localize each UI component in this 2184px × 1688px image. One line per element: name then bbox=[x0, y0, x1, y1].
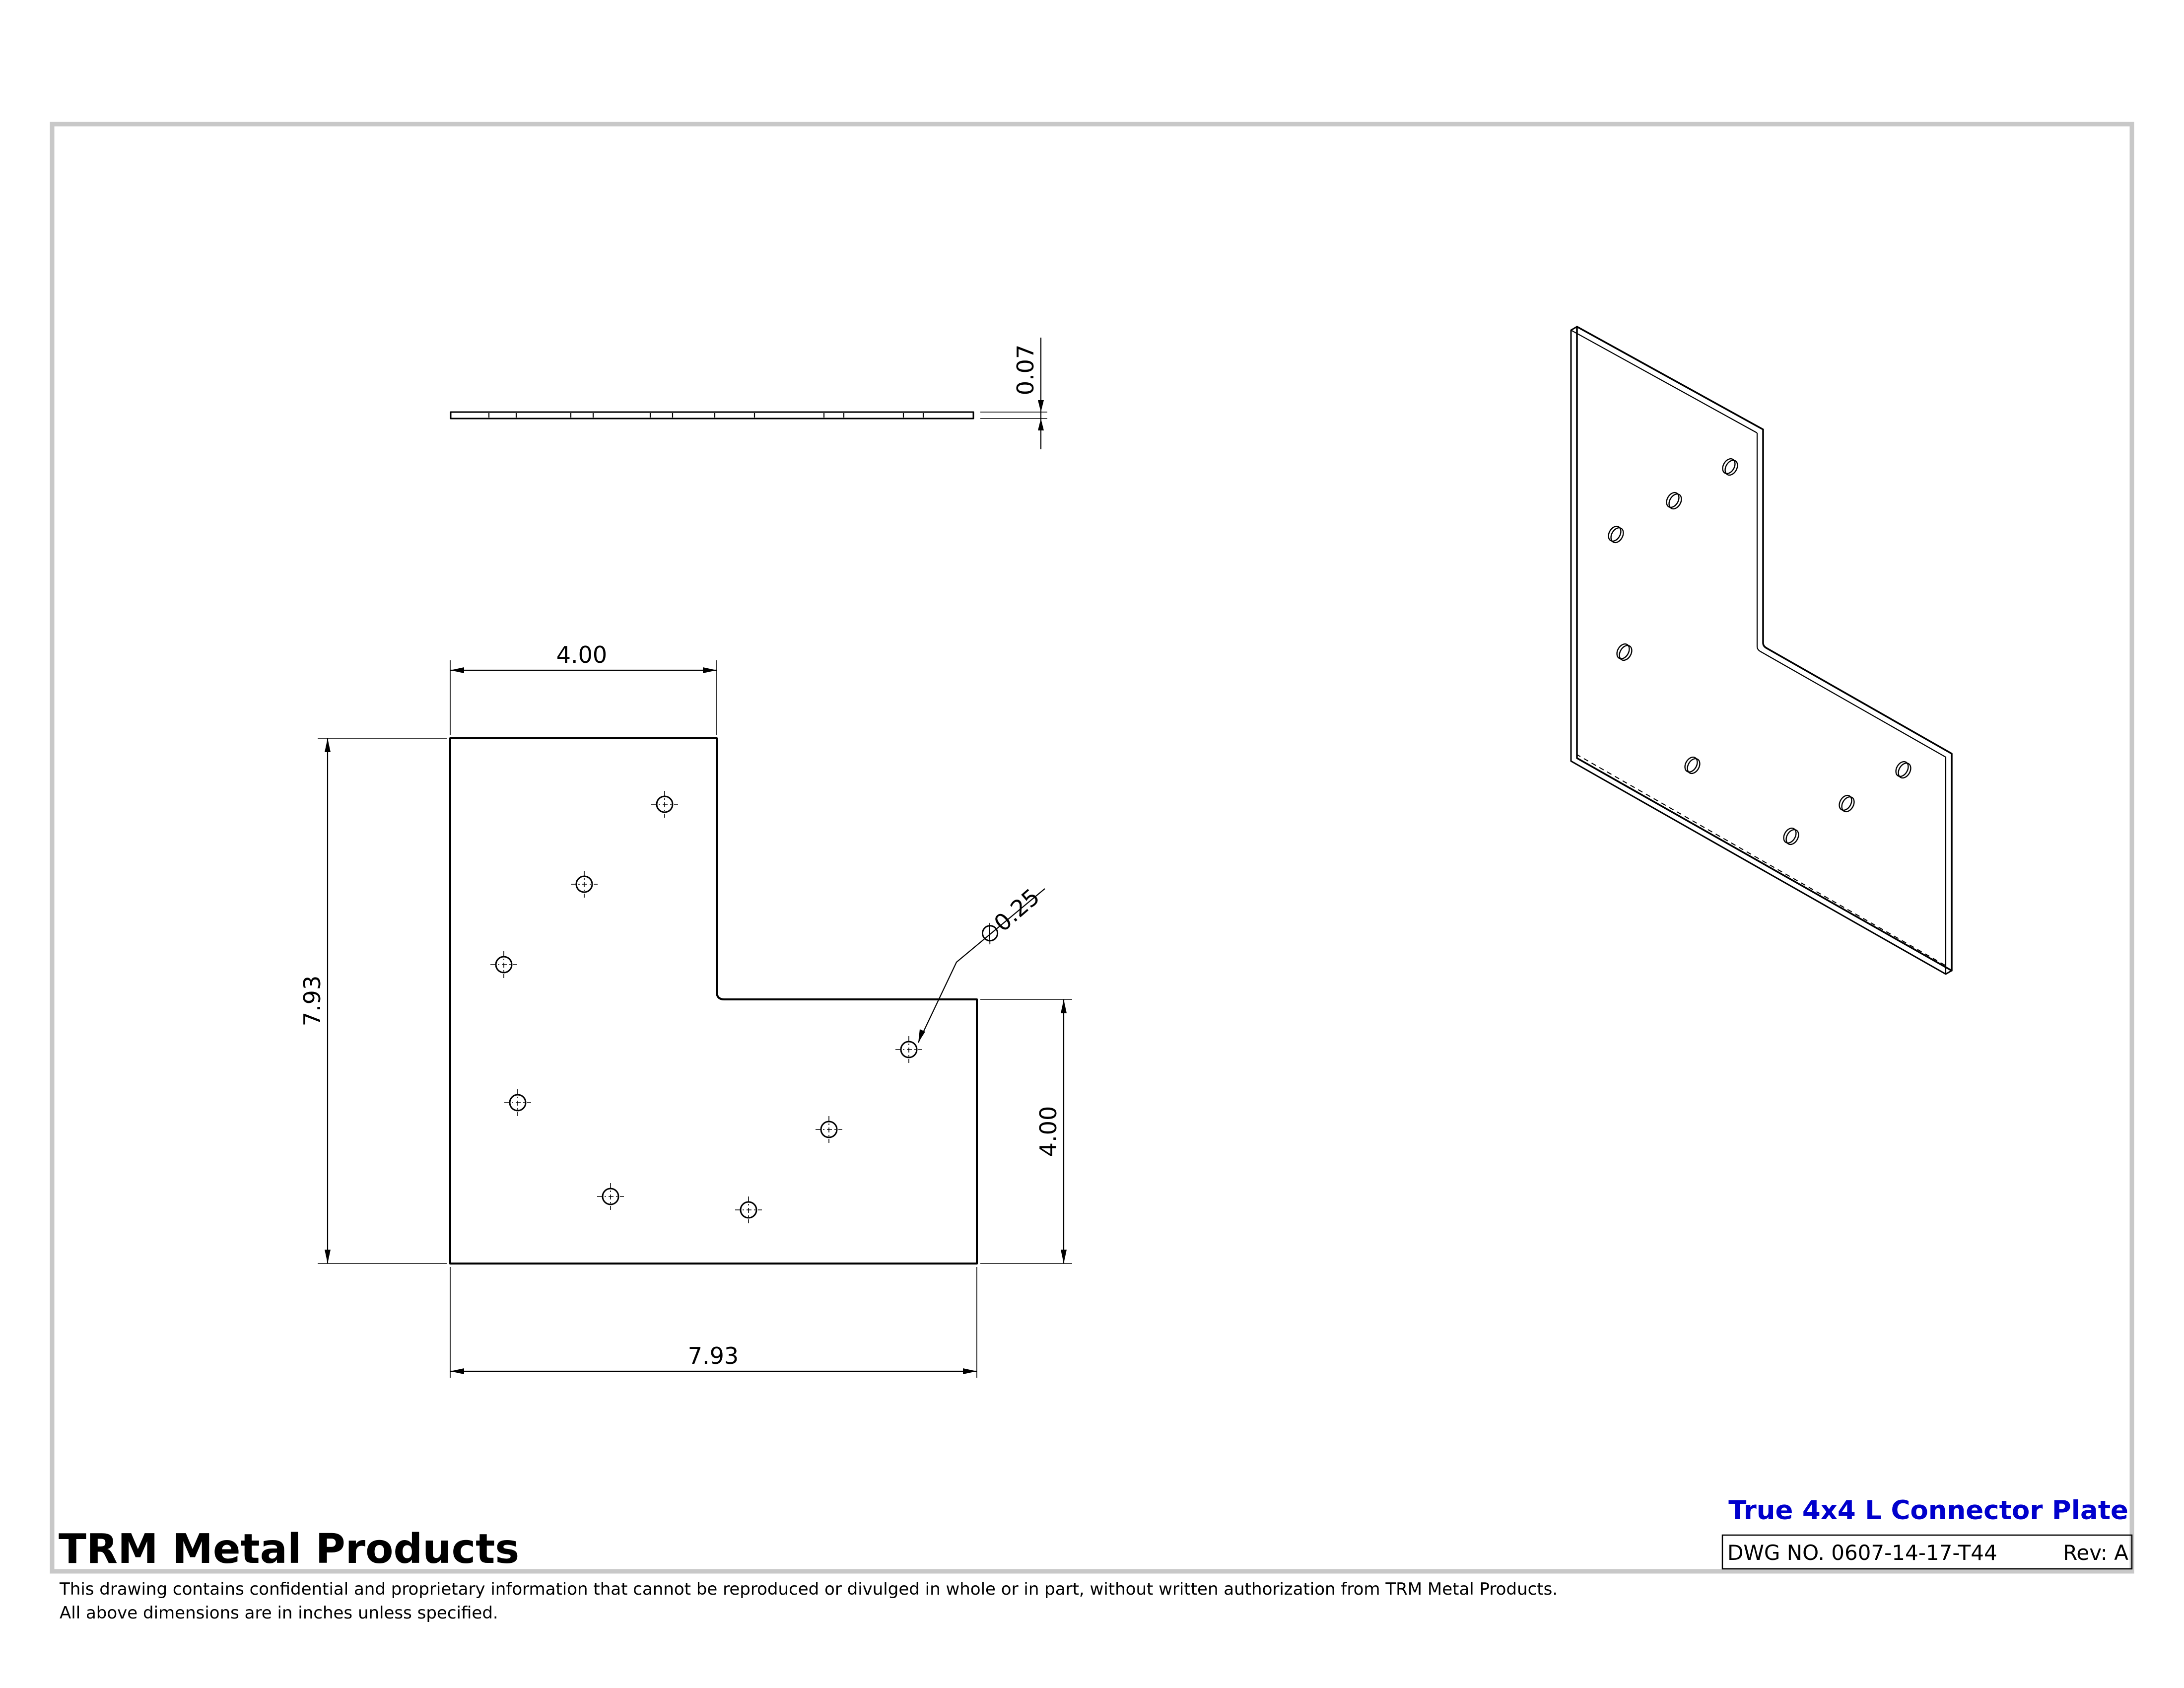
iso-mounting-hole bbox=[1666, 492, 1682, 510]
mounting-hole bbox=[597, 1183, 624, 1210]
right-height-dimension-label: 4.00 bbox=[1035, 1106, 1062, 1157]
units-note: All above dimensions are in inches unles… bbox=[60, 1603, 498, 1623]
iso-mounting-hole bbox=[1608, 525, 1624, 544]
sheet-border bbox=[50, 122, 2134, 1574]
confidentiality-notice: This drawing contains confidential and p… bbox=[59, 1579, 1558, 1599]
overall-height-dimension-label: 7.93 bbox=[299, 976, 326, 1026]
side-view: 0.07 bbox=[450, 338, 1047, 449]
mounting-hole bbox=[651, 791, 678, 818]
side-view-hidden-holes bbox=[488, 413, 924, 418]
mounting-hole bbox=[571, 871, 598, 898]
iso-mounting-hole bbox=[1839, 794, 1855, 813]
drawing-number-box bbox=[1721, 1534, 2133, 1570]
top-width-dimension: 4.00 bbox=[450, 641, 717, 735]
mounting-holes bbox=[490, 791, 922, 1223]
iso-mounting-hole bbox=[1616, 643, 1633, 661]
revision: Rev: A bbox=[2063, 1541, 2128, 1565]
title-block: True 4x4 L Connector Plate DWG NO. 0607-… bbox=[59, 1495, 2133, 1623]
thickness-dimension: 0.07 bbox=[980, 338, 1047, 449]
hole-diameter-callout: ∅0.25 bbox=[918, 883, 1045, 1043]
mounting-hole bbox=[895, 1036, 922, 1063]
iso-mounting-hole bbox=[1783, 827, 1799, 845]
company-name: TRM Metal Products bbox=[59, 1526, 519, 1573]
iso-plate-inner-edge bbox=[1756, 433, 1947, 974]
hole-diameter-label: ∅0.25 bbox=[974, 883, 1045, 950]
thickness-dimension-label: 0.07 bbox=[1012, 345, 1039, 395]
top-view: 4.00 7.93 4.00 7.93 bbox=[299, 641, 1072, 1378]
isometric-view bbox=[1570, 326, 1953, 975]
overall-height-dimension: 7.93 bbox=[299, 738, 447, 1264]
part-title: True 4x4 L Connector Plate bbox=[1728, 1495, 2128, 1526]
overall-width-dimension-label: 7.93 bbox=[688, 1342, 739, 1369]
iso-mounting-hole bbox=[1722, 458, 1738, 476]
iso-mounting-hole bbox=[1684, 756, 1701, 774]
side-view-plate-edge bbox=[450, 411, 974, 420]
drawing-number: DWG NO. 0607-14-17-T44 bbox=[1727, 1541, 1997, 1565]
iso-mounting-hole bbox=[1895, 761, 1911, 779]
iso-plate-bottom-face bbox=[1570, 326, 1952, 975]
mounting-hole bbox=[490, 951, 517, 978]
iso-plate-top-face bbox=[1576, 326, 1953, 972]
overall-width-dimension: 7.93 bbox=[450, 1267, 977, 1378]
iso-hidden-edge bbox=[1576, 334, 1946, 966]
mounting-hole bbox=[816, 1116, 842, 1143]
top-width-dimension-label: 4.00 bbox=[556, 641, 607, 668]
iso-mounting-holes bbox=[1608, 458, 1911, 845]
mounting-hole bbox=[735, 1196, 762, 1223]
mounting-hole bbox=[504, 1089, 531, 1116]
right-height-dimension: 4.00 bbox=[980, 999, 1072, 1264]
plate-outline bbox=[449, 737, 978, 1265]
